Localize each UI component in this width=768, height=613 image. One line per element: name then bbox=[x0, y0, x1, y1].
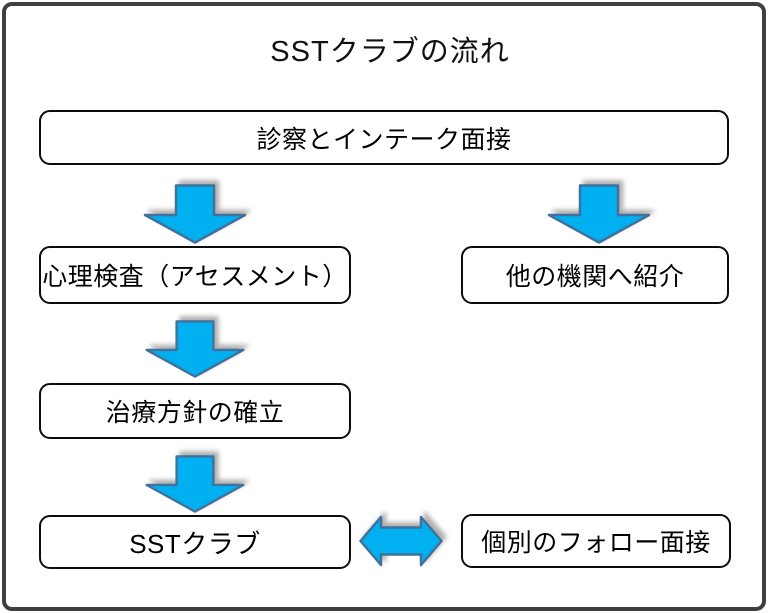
flow-node-referral: 他の機関へ紹介 bbox=[461, 246, 729, 304]
flow-node-assessment: 心理検査（アセスメント） bbox=[39, 246, 351, 304]
down-arrow-icon bbox=[145, 320, 245, 378]
flow-node-followup-label: 個別のフォロー面接 bbox=[481, 529, 711, 557]
down-arrow-icon bbox=[547, 184, 651, 244]
diagram-title: SSTクラブの流れ bbox=[270, 36, 510, 68]
flow-node-intake: 診察とインテーク面接 bbox=[39, 110, 729, 165]
flow-node-referral-label: 他の機関へ紹介 bbox=[505, 263, 685, 291]
double-headed-arrow-icon bbox=[359, 515, 443, 567]
flow-node-sst-club-label: SSTクラブ bbox=[129, 528, 261, 559]
down-arrow-icon bbox=[145, 455, 245, 513]
flow-node-sst-club: SSTクラブ bbox=[39, 515, 351, 569]
flow-node-assessment-label: 心理検査（アセスメント） bbox=[42, 263, 348, 291]
flow-node-intake-label: 診察とインテーク面接 bbox=[256, 125, 512, 154]
flow-node-policy-label: 治療方針の確立 bbox=[105, 399, 285, 427]
flow-node-policy: 治療方針の確立 bbox=[39, 383, 351, 439]
flow-node-followup: 個別のフォロー面接 bbox=[461, 514, 731, 568]
down-arrow-icon bbox=[143, 184, 247, 244]
